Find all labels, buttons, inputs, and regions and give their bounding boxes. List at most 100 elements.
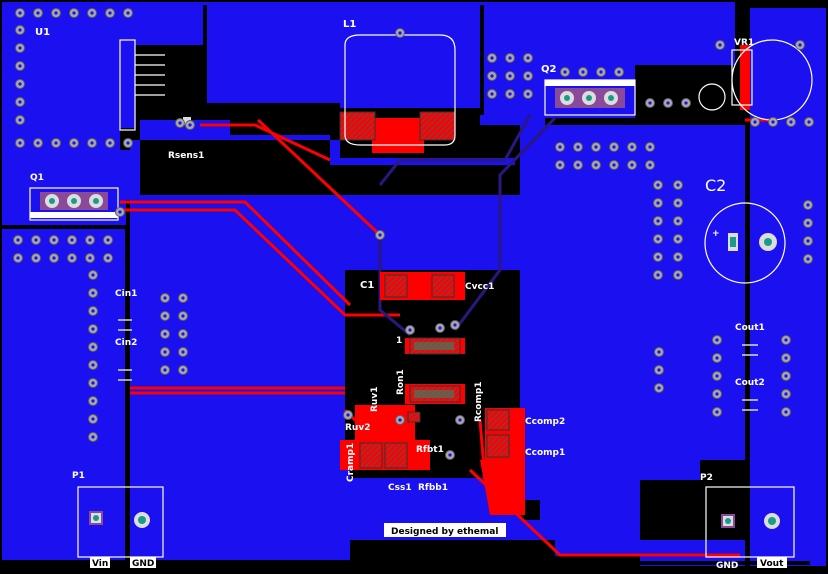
- via-hole: [91, 417, 95, 421]
- via-hole: [18, 64, 22, 68]
- label-ruv1: Ruv1: [370, 387, 380, 412]
- via-hole: [163, 368, 167, 372]
- via-hole: [508, 92, 512, 96]
- label-rfbb1: Rfbb1: [418, 483, 448, 493]
- via-hole: [18, 141, 22, 145]
- via-hole: [34, 256, 38, 260]
- via-hole: [378, 233, 382, 237]
- silkscreen-labels: U1 L1 Q2 VR1 Rsens1 Q1 C2 + C1 Cvcc1 1 C…: [30, 19, 765, 493]
- via-hole: [657, 350, 661, 354]
- label-ruv2: Ruv2: [345, 423, 370, 433]
- via-hole: [806, 221, 810, 225]
- via-hole: [784, 410, 788, 414]
- via-hole: [18, 118, 22, 122]
- via-hole: [526, 92, 530, 96]
- label-rfbt1: Rfbt1: [416, 445, 444, 455]
- via-hole: [181, 368, 185, 372]
- via-hole: [807, 120, 811, 124]
- via-hole: [163, 332, 167, 336]
- connector-tags: Vin GND GND Vout: [90, 557, 787, 571]
- via-hole: [771, 120, 775, 124]
- label-vin: Vin: [92, 559, 108, 569]
- via-hole: [656, 201, 660, 205]
- via-hole: [648, 101, 652, 105]
- via-hole: [346, 413, 350, 417]
- via-hole: [576, 163, 580, 167]
- via-hole: [656, 273, 660, 277]
- via-hole: [798, 43, 802, 47]
- via-hole: [526, 56, 530, 60]
- via-hole: [91, 327, 95, 331]
- via-hole: [408, 328, 412, 332]
- via-hole: [438, 326, 442, 330]
- via-hole: [108, 141, 112, 145]
- via-hole: [70, 238, 74, 242]
- via-hole: [398, 418, 402, 422]
- label-vr1: VR1: [734, 38, 754, 48]
- via-hole: [91, 345, 95, 349]
- bottom-copper-traces: [378, 114, 557, 337]
- via-hole: [676, 273, 680, 277]
- via-hole: [54, 11, 58, 15]
- label-p1: P1: [72, 471, 85, 481]
- via-hole: [789, 120, 793, 124]
- via-hole: [91, 309, 95, 313]
- label-cramp1: Cramp1: [346, 443, 356, 482]
- via-hole: [91, 435, 95, 439]
- via-hole: [526, 74, 530, 78]
- via-hole: [70, 256, 74, 260]
- label-rsens1: Rsens1: [168, 151, 204, 161]
- via-hole: [90, 141, 94, 145]
- via-hole: [52, 256, 56, 260]
- via-hole: [163, 350, 167, 354]
- label-u1: U1: [35, 27, 50, 38]
- via-hole: [563, 70, 567, 74]
- via-hole: [684, 101, 688, 105]
- label-p2: P2: [700, 473, 713, 483]
- via-hole: [715, 410, 719, 414]
- label-q2: Q2: [541, 64, 557, 75]
- label-css1: Css1: [388, 483, 412, 493]
- label-cin2: Cin2: [115, 338, 137, 348]
- label-cvcc1: Cvcc1: [465, 282, 494, 292]
- via-hole: [91, 363, 95, 367]
- via-hole: [508, 74, 512, 78]
- via-hole: [181, 296, 185, 300]
- via-hole: [657, 386, 661, 390]
- via-hole: [91, 291, 95, 295]
- label-cout2: Cout2: [735, 378, 765, 388]
- via-hole: [453, 323, 457, 327]
- via-hole: [715, 374, 719, 378]
- via-hole: [648, 163, 652, 167]
- via-hole: [88, 238, 92, 242]
- via-hole: [181, 350, 185, 354]
- via-hole: [448, 453, 452, 457]
- via-hole: [126, 141, 130, 145]
- via-hole: [398, 31, 402, 35]
- via-hole: [163, 296, 167, 300]
- via-hole: [54, 141, 58, 145]
- via-hole: [18, 11, 22, 15]
- label-c2: C2: [705, 176, 726, 195]
- via-hole: [784, 338, 788, 342]
- via-hole: [34, 238, 38, 242]
- via-hole: [163, 314, 167, 318]
- label-cout1: Cout1: [735, 323, 765, 333]
- via-hole: [181, 314, 185, 318]
- via-hole: [18, 82, 22, 86]
- via-hole: [178, 121, 182, 125]
- via-hole: [676, 183, 680, 187]
- via-hole: [753, 120, 757, 124]
- label-c2-plus: +: [712, 229, 720, 239]
- via-hole: [18, 100, 22, 104]
- via-hole: [666, 101, 670, 105]
- via-hole: [36, 11, 40, 15]
- label-ron1: Ron1: [396, 369, 406, 395]
- via-hole: [656, 183, 660, 187]
- via-hole: [91, 399, 95, 403]
- via-hole: [630, 163, 634, 167]
- label-vout: Vout: [760, 559, 784, 569]
- via-hole: [118, 210, 122, 214]
- via-hole: [558, 163, 562, 167]
